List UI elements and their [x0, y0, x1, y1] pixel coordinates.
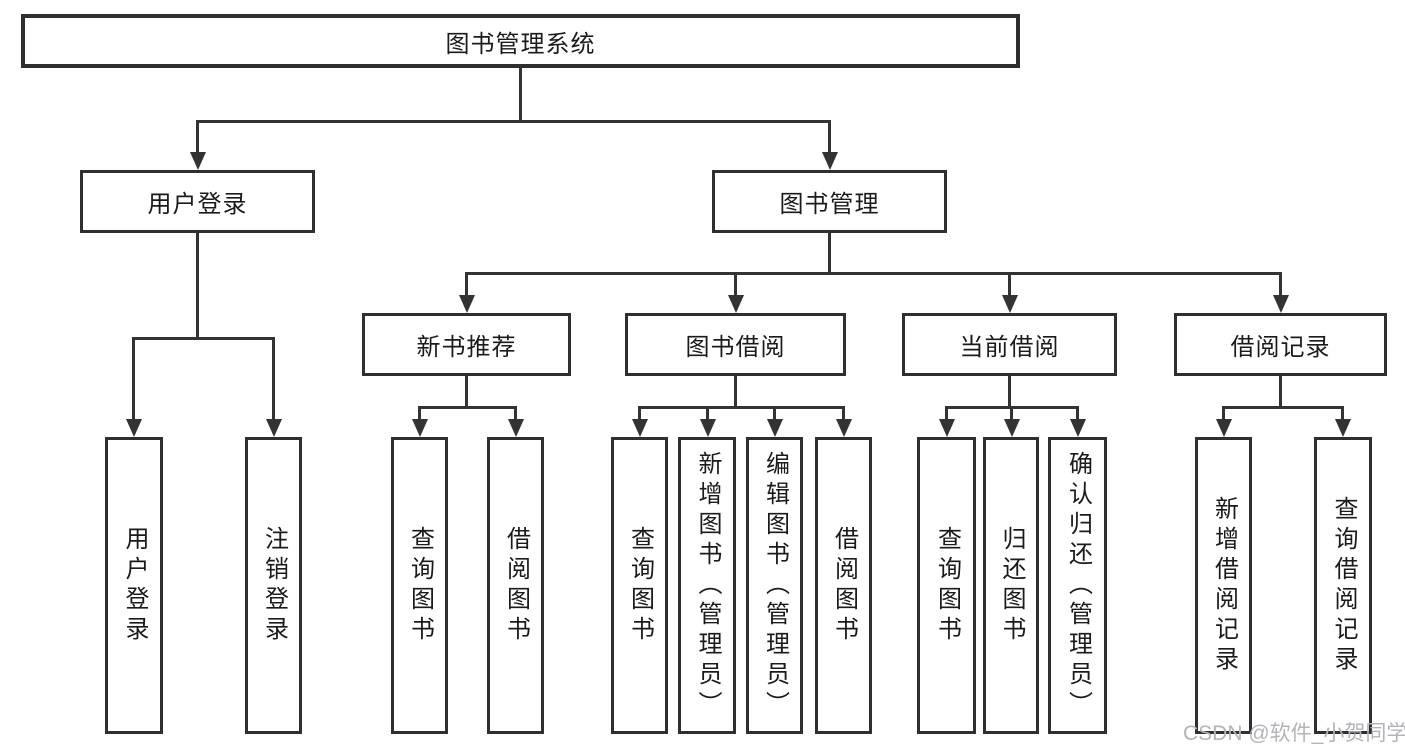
leaf-user-login-label: 用户登录	[121, 525, 148, 646]
connector-borrowing-records-bus	[1222, 406, 1343, 409]
connector-stem-borrow-books-borrowing	[842, 406, 845, 419]
leaf-add-books-admin-label: 新增图书（管理员）	[694, 450, 721, 721]
node-book-borrowing-label: 图书借阅	[685, 334, 786, 361]
node-borrowing-records: 借阅记录	[1174, 313, 1387, 376]
leaf-edit-books-admin-label: 编辑图书（管理员）	[761, 450, 789, 721]
arrowhead-book-borrowing-icon	[728, 295, 744, 313]
leaf-query-borrow-record-label: 查询借阅记录	[1330, 495, 1357, 676]
connector-stem-add-borrow-record	[1222, 406, 1225, 419]
node-library-system: 图书管理系统	[21, 14, 1020, 68]
leaf-borrow-books-recommend-label: 借阅图书	[502, 525, 530, 646]
node-new-book-recommend: 新书推荐	[362, 313, 571, 376]
leaf-edit-books-admin: 编辑图书（管理员）	[746, 437, 803, 734]
node-user-login-label: 用户登录	[147, 191, 248, 218]
connector-book-management-bus	[465, 272, 1282, 275]
connector-root-bus	[196, 120, 831, 123]
leaf-confirm-return-admin: 确认归还（管理员）	[1048, 437, 1107, 734]
leaf-query-borrow-record: 查询借阅记录	[1314, 437, 1372, 734]
arrowhead-add-books-admin-icon	[700, 419, 716, 437]
node-current-borrowing-label: 当前借阅	[959, 334, 1060, 361]
connector-stem-current-borrowing	[1008, 272, 1011, 295]
node-book-management-label: 图书管理	[779, 191, 880, 218]
leaf-query-books-borrowing: 查询图书	[611, 437, 668, 734]
arrowhead-borrow-books-borrowing-icon	[836, 419, 852, 437]
leaf-add-borrow-record: 新增借阅记录	[1195, 437, 1252, 734]
leaf-query-books-recommend: 查询图书	[391, 437, 448, 734]
connector-user-login-drop	[196, 233, 199, 337]
arrowhead-borrowing-records-icon	[1273, 295, 1289, 313]
leaf-return-books: 归还图书	[983, 437, 1039, 734]
arrowhead-book-management-icon	[822, 152, 838, 170]
leaf-borrow-books-borrowing-label: 借阅图书	[830, 525, 858, 646]
connector-current-borrowing-drop	[1008, 376, 1011, 406]
connector-stem-query-borrow-record	[1341, 406, 1344, 419]
connector-new-book-bus	[418, 406, 517, 409]
node-borrowing-records-label: 借阅记录	[1230, 334, 1331, 361]
connector-stem-new-book-recommend	[465, 272, 468, 295]
arrowhead-new-book-recommend-icon	[459, 295, 475, 313]
arrowhead-leaf-logout-icon	[266, 419, 282, 437]
arrowhead-borrow-books-recommend-icon	[508, 419, 524, 437]
connector-stem-query-books-borrowing	[638, 406, 641, 419]
leaf-borrow-books-borrowing: 借阅图书	[815, 437, 872, 734]
leaf-add-books-admin: 新增图书（管理员）	[678, 437, 736, 734]
leaf-query-books-current-label: 查询图书	[933, 525, 961, 646]
leaf-add-borrow-record-label: 新增借阅记录	[1210, 495, 1238, 676]
connector-root-drop	[519, 68, 522, 120]
node-new-book-recommend-label: 新书推荐	[416, 334, 517, 361]
arrowhead-edit-books-admin-icon	[767, 419, 783, 437]
leaf-user-login: 用户登录	[105, 437, 163, 734]
node-user-login: 用户登录	[80, 170, 315, 233]
leaf-borrow-books-recommend: 借阅图书	[487, 437, 544, 734]
connector-stem-user-login	[196, 120, 199, 152]
connector-book-borrowing-drop	[734, 376, 737, 406]
node-book-management: 图书管理	[712, 170, 947, 233]
leaf-return-books-label: 归还图书	[998, 525, 1025, 646]
connector-new-book-drop	[465, 376, 468, 406]
arrowhead-user-login-icon	[190, 152, 206, 170]
connector-stem-borrow-books-recommend	[514, 406, 517, 419]
arrowhead-query-books-borrowing-icon	[632, 419, 648, 437]
connector-stem-book-management	[828, 120, 831, 152]
connector-user-login-bus	[132, 337, 275, 340]
connector-stem-confirm-return-admin	[1076, 406, 1079, 419]
leaf-logout-label: 注销登录	[260, 525, 288, 646]
arrowhead-add-borrow-record-icon	[1216, 419, 1232, 437]
leaf-logout: 注销登录	[245, 437, 302, 734]
arrowhead-current-borrowing-icon	[1002, 295, 1018, 313]
arrowhead-leaf-user-login-icon	[126, 419, 142, 437]
connector-book-borrowing-bus	[638, 406, 844, 409]
arrowhead-query-books-recommend-icon	[412, 419, 428, 437]
connector-stem-add-books-admin	[706, 406, 709, 419]
leaf-query-books-current: 查询图书	[917, 437, 976, 734]
connector-stem-edit-books-admin	[773, 406, 776, 419]
leaf-query-books-borrowing-label: 查询图书	[626, 525, 654, 646]
arrowhead-query-books-current-icon	[939, 419, 955, 437]
connector-stem-query-books-recommend	[418, 406, 421, 419]
node-current-borrowing: 当前借阅	[902, 313, 1117, 376]
connector-stem-leaf-logout	[272, 337, 275, 419]
connector-borrowing-records-drop	[1279, 376, 1282, 406]
connector-stem-return-books	[1010, 406, 1013, 419]
arrowhead-return-books-icon	[1004, 419, 1020, 437]
leaf-confirm-return-admin-label: 确认归还（管理员）	[1064, 450, 1092, 721]
connector-stem-borrowing-records	[1279, 272, 1282, 295]
connector-book-management-drop	[828, 233, 831, 272]
arrowhead-confirm-return-admin-icon	[1070, 419, 1086, 437]
leaf-query-books-recommend-label: 查询图书	[406, 525, 434, 646]
connector-stem-book-borrowing	[734, 272, 737, 295]
arrowhead-query-borrow-record-icon	[1335, 419, 1351, 437]
connector-stem-query-books-current	[945, 406, 948, 419]
node-library-system-label: 图书管理系统	[445, 30, 596, 58]
connector-stem-leaf-user-login	[132, 337, 135, 419]
node-book-borrowing: 图书借阅	[625, 313, 846, 376]
csdn-watermark: CSDN @软件_小贺同学	[1183, 722, 1405, 745]
